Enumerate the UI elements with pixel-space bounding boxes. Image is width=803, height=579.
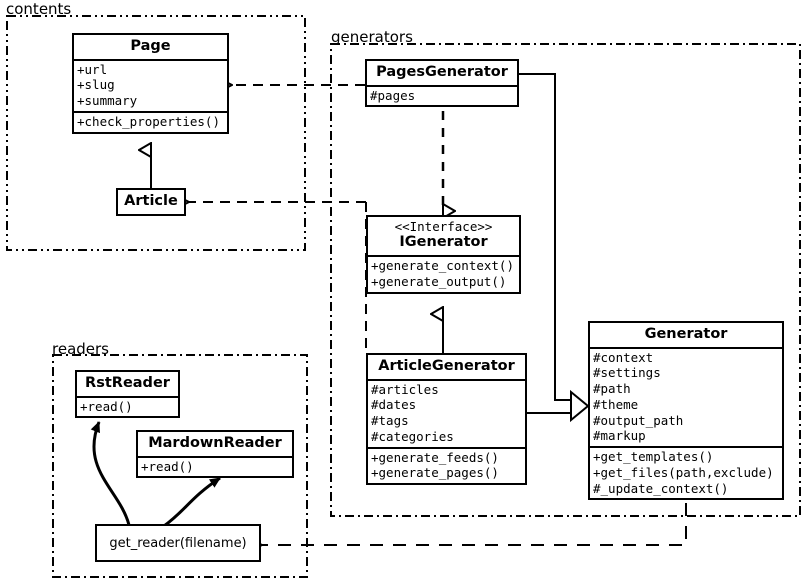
method-row: +read() [80,398,133,414]
class-box-pagesgenerator[interactable]: PagesGenerator #pages [365,59,519,108]
compartment-divider [368,378,525,381]
compartment-divider [368,446,525,449]
compartment-divider [138,455,292,458]
compartment-divider [368,255,519,258]
class-stereotype-igenerator: <<Interface>> [394,219,493,234]
class-title-rstreader: RstReader [85,375,170,391]
function-box-get-reader[interactable]: get_reader(filename) [95,524,261,562]
method-row: +generate_context() [371,258,514,274]
class-box-article[interactable]: Article [116,188,186,216]
class-attributes-page: +url +slug +summary [74,61,227,111]
class-box-generator[interactable]: Generator #context #settings #path #them… [588,321,784,501]
class-box-rstreader[interactable]: RstReader +read() [75,370,180,419]
inheritance-triangle-stub [555,399,571,414]
attribute-row: +summary [77,93,138,109]
attribute-row: #pages [370,87,416,103]
class-title-generator: Generator [644,326,728,342]
class-methods-rstreader: +read() [77,398,178,417]
attribute-row: #settings [593,365,661,381]
attribute-row: #theme [593,396,639,412]
attribute-row: #markup [593,428,646,444]
package-label-readers: readers [52,340,109,358]
class-attributes-articlegenerator: #articles #dates #tags #categories [368,381,525,447]
method-row: +get_files(path,exclude) [593,464,774,480]
class-methods-mardownreader: +read() [138,458,292,477]
compartment-divider [590,346,782,349]
compartment-divider [367,84,517,87]
compartment-divider [74,58,227,61]
function-label-get-reader: get_reader(filename) [109,535,247,551]
generalization-pagesgenerator-to-generator [519,73,572,401]
method-row: +get_templates() [593,449,714,465]
class-attributes-generator: #context #settings #path #theme #output_… [590,349,782,447]
method-row: +check_properties() [77,113,220,129]
attribute-row: #categories [371,428,454,444]
class-box-igenerator[interactable]: <<Interface>> IGenerator +generate_conte… [366,215,521,294]
class-name-igenerator: IGenerator [399,234,488,251]
method-row: #_update_context() [593,480,729,496]
compartment-divider [590,446,782,449]
class-methods-page: +check_properties() [74,113,227,132]
class-box-articlegenerator[interactable]: ArticleGenerator #articles #dates #tags … [366,353,527,486]
association-getreader-to-rstreader [90,421,131,526]
package-label-generators: generators [331,28,413,46]
method-row: +generate_pages() [371,465,499,481]
attribute-row: +slug [77,77,115,93]
class-title-article: Article [124,193,178,209]
compartment-divider [77,395,178,398]
package-label-contents: contents [6,0,72,18]
attribute-row: #tags [371,413,409,429]
class-attributes-pagesgenerator: #pages [367,87,517,106]
method-row: +generate_feeds() [371,449,499,465]
package-border-readers [52,354,308,578]
attribute-row: #path [593,381,631,397]
class-methods-igenerator: +generate_context() +generate_output() [368,257,519,292]
class-title-igenerator: <<Interface>> IGenerator [368,217,519,255]
attribute-row: #articles [371,381,439,397]
attribute-row: +url [77,61,108,77]
attribute-row: #context [593,349,654,365]
association-getreader-to-mardownreader [163,476,221,528]
class-title-mardownreader: MardownReader [148,435,282,451]
compartment-divider [74,110,227,113]
method-row: +read() [141,458,194,474]
class-title-pagesgenerator: PagesGenerator [376,64,508,80]
package-border-generators [330,43,801,517]
attribute-row: #output_path [593,412,684,428]
class-box-mardownreader[interactable]: MardownReader +read() [136,430,294,479]
inheritance-triangle-generator [570,389,590,423]
attribute-row: #dates [371,397,417,413]
class-title-articlegenerator: ArticleGenerator [378,358,515,374]
method-row: +generate_output() [371,273,507,289]
class-methods-generator: +get_templates() +get_files(path,exclude… [590,448,782,498]
package-border-contents [6,15,306,251]
dependency-generator-to-getreader [262,503,687,545]
class-title-page: Page [130,38,171,54]
class-methods-articlegenerator: +generate_feeds() +generate_pages() [368,449,525,484]
class-box-page[interactable]: Page +url +slug +summary +check_properti… [72,33,229,134]
